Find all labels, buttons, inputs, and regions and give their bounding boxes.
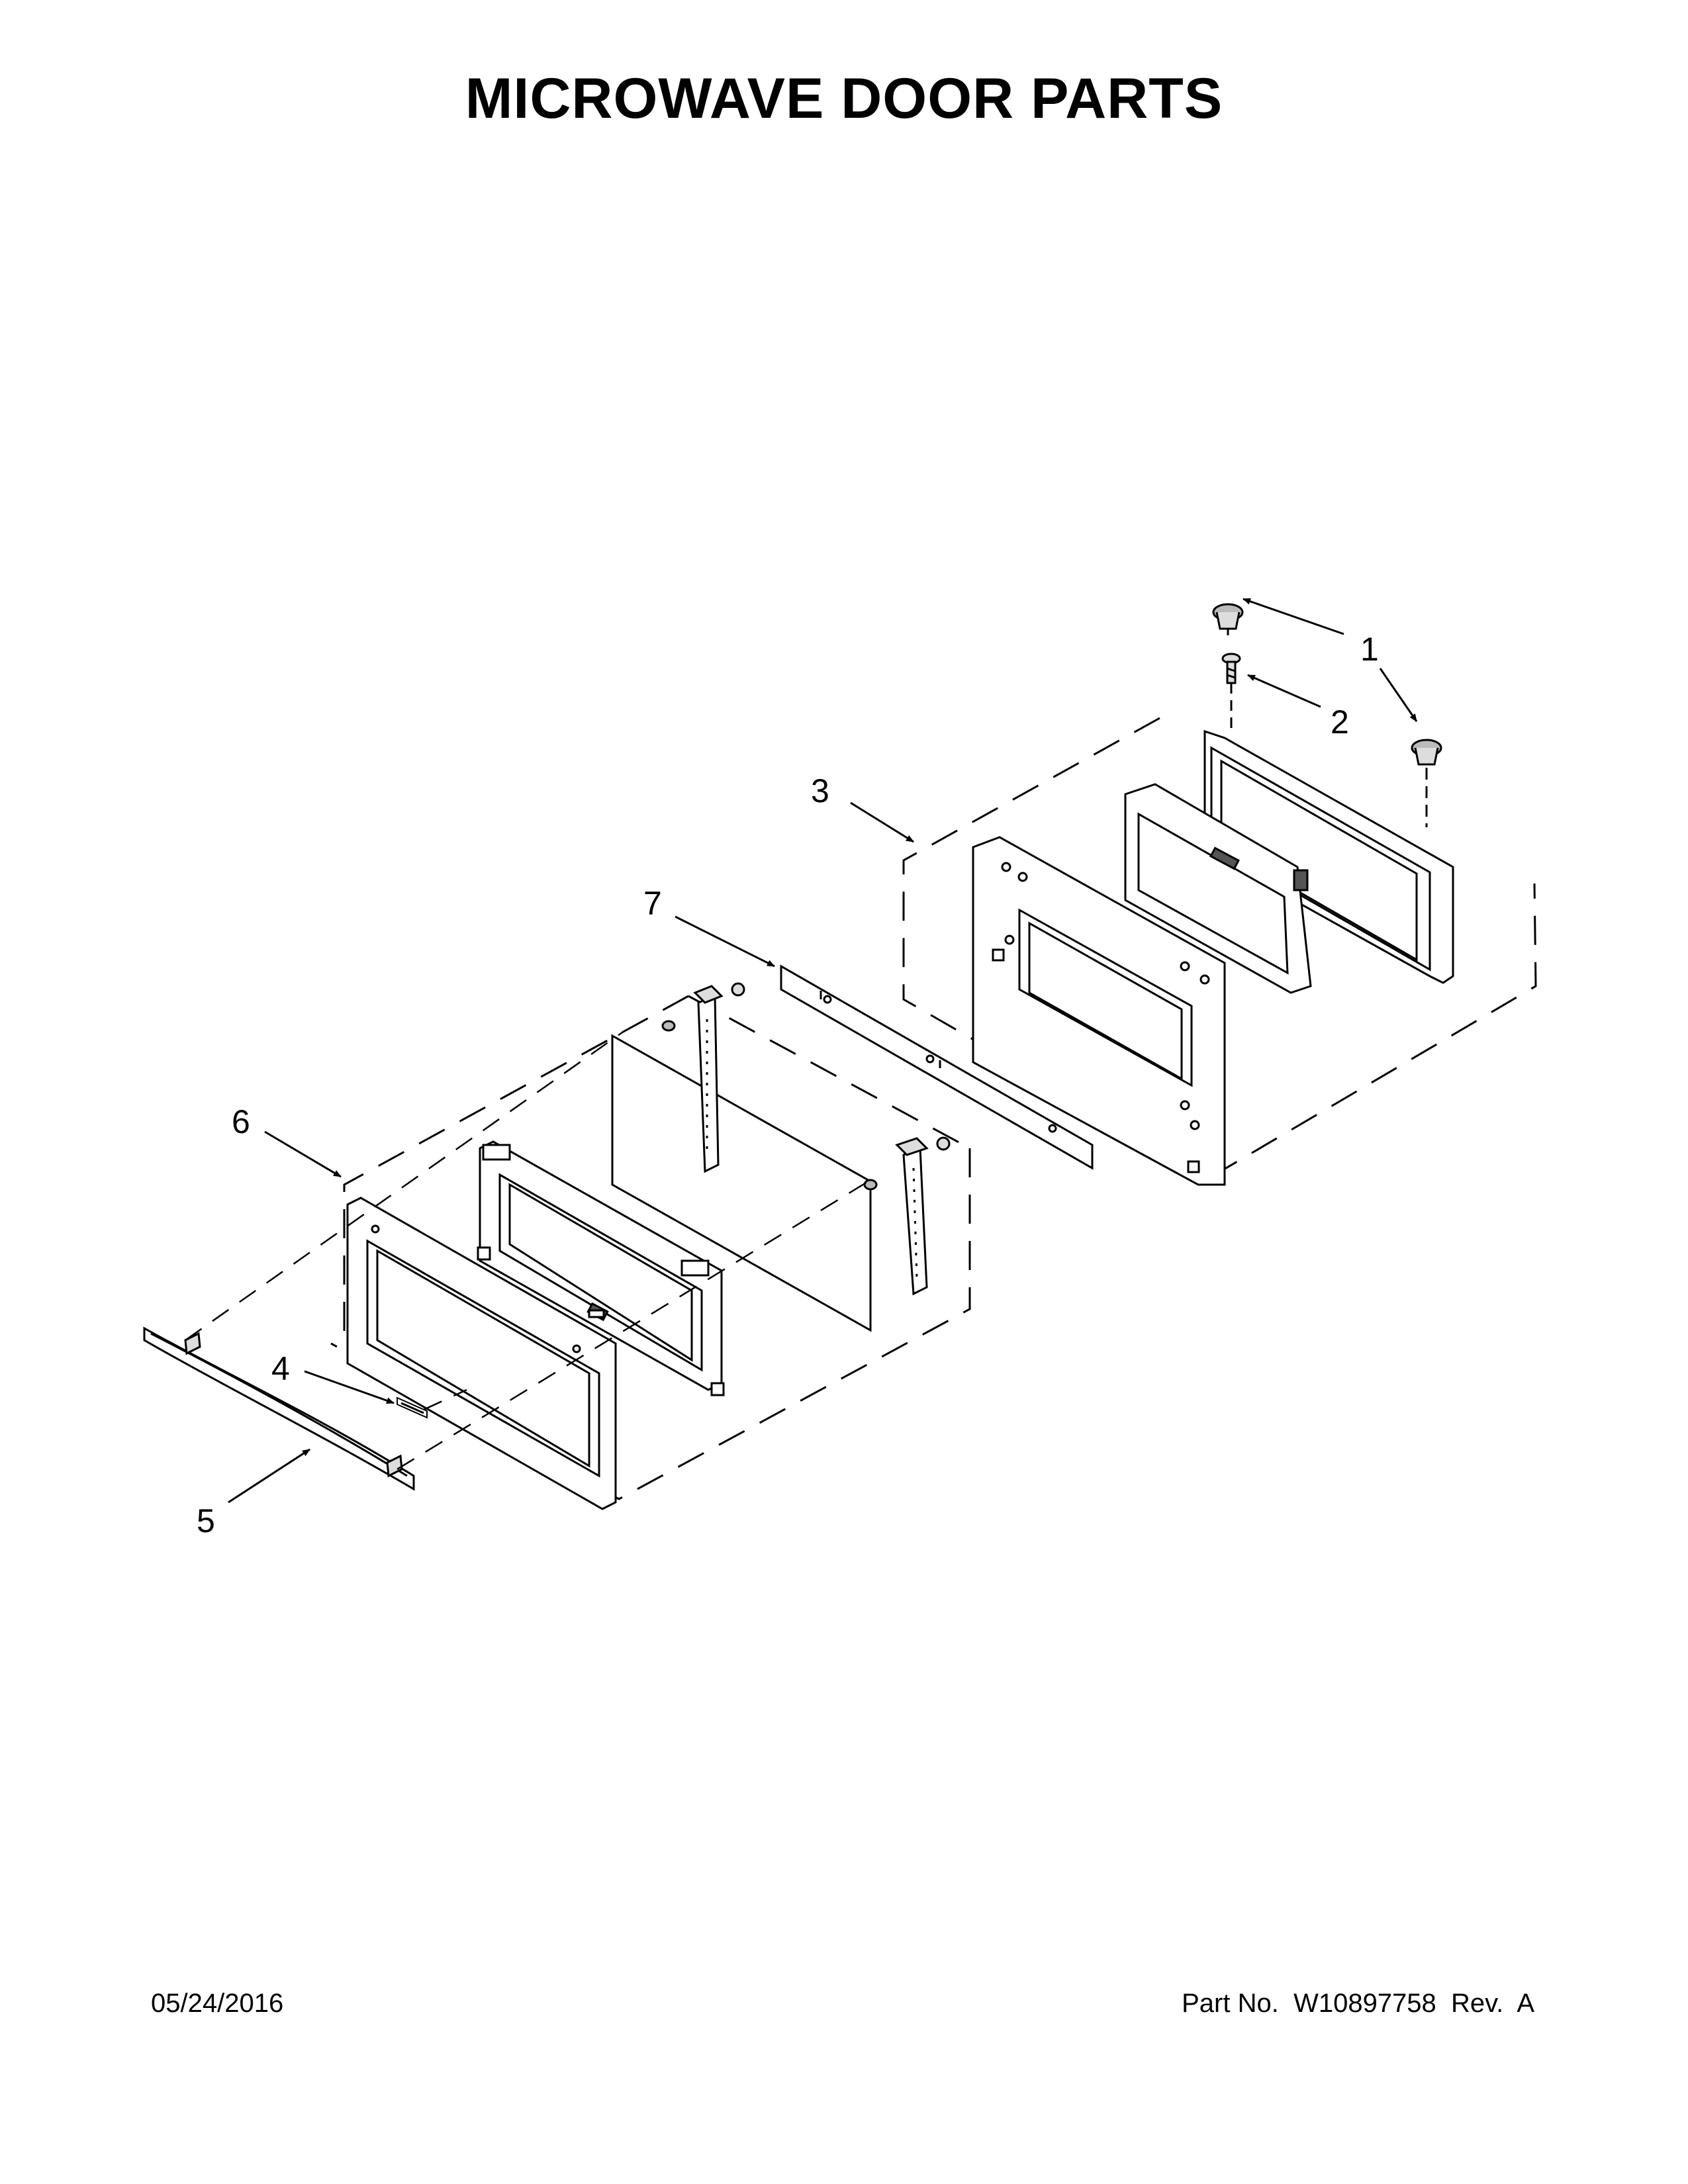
outer-door-assembly-part-6 [346,982,951,1510]
badge-part-4 [397,1396,428,1419]
callout-1: 1 [1360,631,1379,668]
strip-part-7 [780,964,1094,1170]
callout-3: 3 [811,772,829,809]
leader-7 [675,915,775,968]
screw-part-2 [1221,653,1241,735]
leader-2 [1247,674,1321,708]
cap-part-1-upper [1212,603,1244,635]
leader-1-a [1243,598,1344,635]
callout-5: 5 [197,1502,215,1539]
footer-part-number: Part No. W10897758 Rev. A [1182,1989,1534,2018]
inner-door-assembly-part-3 [972,729,1454,1186]
leader-5 [228,1448,310,1504]
assembly-outline-lower-left [343,995,689,1343]
footer-date: 05/24/2016 [151,1989,284,2018]
page-title: MICROWAVE DOOR PARTS [465,67,1223,130]
callout-2: 2 [1331,704,1349,741]
callout-4: 4 [271,1350,290,1387]
callout-6: 6 [232,1103,250,1140]
leader-6 [264,1130,342,1178]
alignment-lines [185,1031,874,1471]
leader-3 [850,801,914,843]
callout-7: 7 [643,885,662,922]
cap-part-1-lower [1411,739,1442,827]
leader-arrows [228,598,1418,1504]
leader-4 [304,1370,395,1404]
leader-1-b [1379,668,1418,722]
